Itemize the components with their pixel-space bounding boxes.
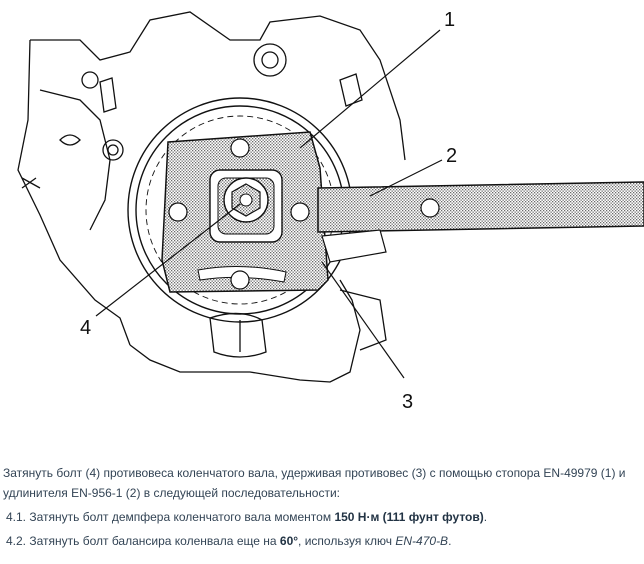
instruction-step-4-2: 4.2. Затянуть болт балансира коленвала е… — [3, 531, 641, 551]
step-text: Затянуть болт демпфера коленчатого вала … — [29, 510, 332, 524]
callout-4: 4 — [80, 317, 91, 339]
step-number: 4.2. — [6, 534, 27, 548]
engine-block — [17, 11, 406, 383]
step-text: Затянуть болт балансира коленвала еще на — [29, 534, 277, 548]
torque-value: 150 Н·м (111 фунт футов) — [334, 510, 484, 524]
instructions: Затянуть болт (4) противовеса коленчатог… — [3, 463, 641, 551]
step-end: . — [448, 534, 452, 548]
instruction-step-4-1: 4.1. Затянуть болт демпфера коленчатого … — [3, 507, 641, 527]
callout-1: 1 — [444, 9, 455, 31]
step-end: . — [483, 510, 488, 524]
instruction-intro: Затянуть болт (4) противовеса коленчатог… — [3, 466, 626, 500]
leader-lines — [95, 29, 443, 379]
angle-value: 60° — [279, 534, 299, 548]
step-number: 4.1. — [6, 510, 27, 524]
tool-name: EN-470-B — [395, 534, 449, 548]
engine-illustration: 1 2 3 4 — [17, 9, 644, 413]
extension-bar — [317, 181, 644, 263]
callout-2: 2 — [446, 145, 457, 167]
step-text-mid: , используя ключ — [298, 534, 393, 548]
crankshaft-bolt — [223, 177, 269, 223]
callout-3: 3 — [402, 391, 413, 413]
